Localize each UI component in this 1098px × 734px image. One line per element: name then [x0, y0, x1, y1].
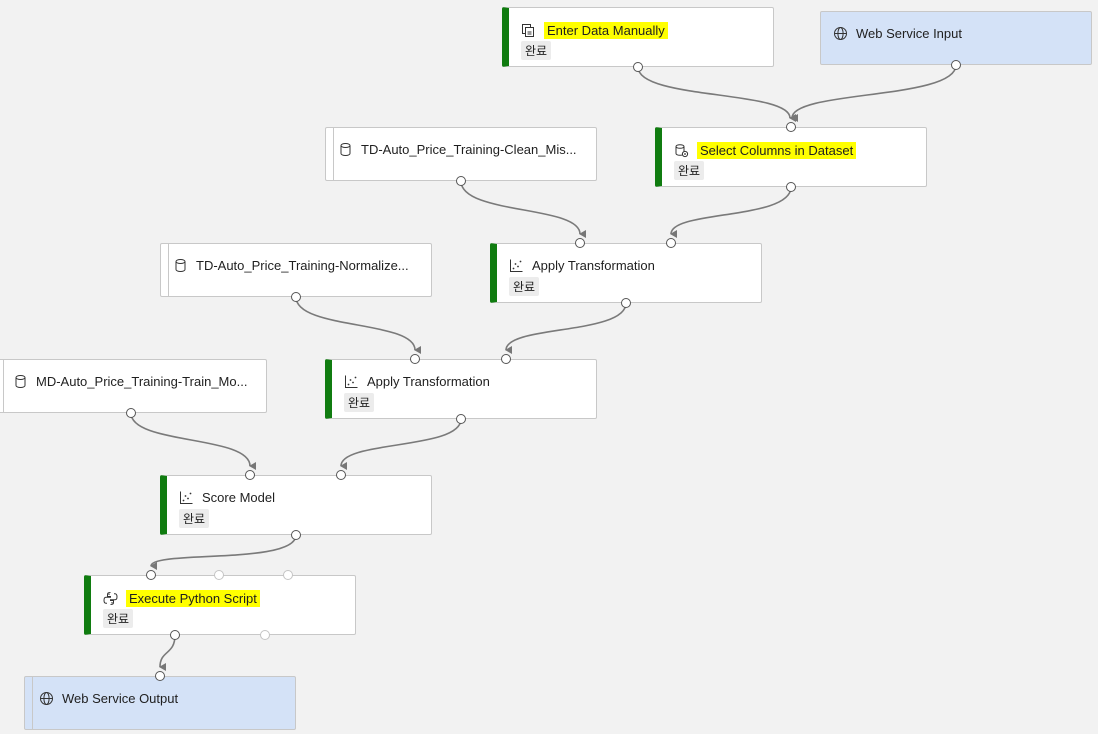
output-port[interactable]	[126, 408, 136, 418]
node-td-normalize-dataset[interactable]: TD-Auto_Price_Training-Normalize...	[160, 243, 432, 297]
connection-edge	[791, 64, 957, 123]
connection-edge	[340, 418, 462, 471]
output-port[interactable]	[633, 62, 643, 72]
node-enter-data-manually[interactable]: Enter Data Manually 완료	[502, 7, 774, 67]
node-title: Enter Data Manually	[544, 22, 668, 39]
node-execute-python-script[interactable]: Execute Python Script 완료	[84, 575, 356, 635]
status-badge: 완료	[674, 161, 705, 180]
output-port[interactable]	[951, 60, 961, 70]
node-title: MD-Auto_Price_Training-Train_Mo...	[36, 374, 248, 389]
node-title: Execute Python Script	[126, 590, 260, 607]
output-port[interactable]	[621, 298, 631, 308]
node-web-service-input[interactable]: Web Service Input	[820, 11, 1092, 65]
enter-data-icon	[521, 23, 536, 38]
status-badge: 완료	[509, 277, 540, 296]
output-port[interactable]	[170, 630, 180, 640]
node-md-train-model[interactable]: MD-Auto_Price_Training-Train_Mo...	[0, 359, 267, 413]
node-title: TD-Auto_Price_Training-Clean_Mis...	[361, 142, 577, 157]
input-port[interactable]	[410, 354, 420, 364]
globe-icon	[39, 691, 54, 706]
node-apply-transformation-2[interactable]: Apply Transformation 완료	[325, 359, 597, 419]
select-columns-icon	[674, 143, 689, 158]
node-apply-transformation-1[interactable]: Apply Transformation 완료	[490, 243, 762, 303]
node-web-service-output[interactable]: Web Service Output	[24, 676, 296, 730]
transform-icon	[509, 258, 524, 273]
input-port[interactable]	[155, 671, 165, 681]
input-port[interactable]	[501, 354, 511, 364]
connection-edge	[670, 186, 792, 239]
input-port[interactable]	[245, 470, 255, 480]
output-port[interactable]	[291, 292, 301, 302]
connection-edge	[150, 534, 297, 571]
node-title: Web Service Output	[62, 691, 179, 706]
connection-edge	[505, 302, 627, 355]
status-badge: 완료	[521, 41, 552, 60]
status-badge: 완료	[179, 509, 210, 528]
input-port[interactable]	[575, 238, 585, 248]
node-select-columns[interactable]: Select Columns in Dataset 완료	[655, 127, 927, 187]
node-title: Score Model	[202, 490, 275, 505]
input-port[interactable]	[146, 570, 156, 580]
output-port[interactable]	[786, 182, 796, 192]
output-port[interactable]	[291, 530, 301, 540]
input-port[interactable]	[283, 570, 293, 580]
input-port[interactable]	[214, 570, 224, 580]
output-port[interactable]	[260, 630, 270, 640]
output-port[interactable]	[456, 414, 466, 424]
input-port[interactable]	[786, 122, 796, 132]
dataset-icon	[13, 374, 28, 389]
connection-edge	[460, 180, 587, 238]
connection-edge	[130, 412, 257, 470]
status-badge: 완료	[103, 609, 134, 628]
node-title: TD-Auto_Price_Training-Normalize...	[196, 258, 409, 273]
connection-edge	[637, 66, 797, 122]
connection-edge	[295, 296, 422, 354]
dataset-icon	[338, 142, 353, 157]
node-td-clean-dataset[interactable]: TD-Auto_Price_Training-Clean_Mis...	[325, 127, 597, 181]
output-port[interactable]	[456, 176, 466, 186]
node-score-model[interactable]: Score Model 완료	[160, 475, 432, 535]
transform-icon	[344, 374, 359, 389]
node-title: Web Service Input	[856, 26, 962, 41]
globe-icon	[833, 26, 848, 41]
input-port[interactable]	[336, 470, 346, 480]
dataset-icon	[173, 258, 188, 273]
node-title: Apply Transformation	[367, 374, 490, 389]
python-icon	[103, 591, 118, 606]
input-port[interactable]	[666, 238, 676, 248]
node-title: Select Columns in Dataset	[697, 142, 857, 159]
score-icon	[179, 490, 194, 505]
node-title: Apply Transformation	[532, 258, 655, 273]
status-badge: 완료	[344, 393, 375, 412]
